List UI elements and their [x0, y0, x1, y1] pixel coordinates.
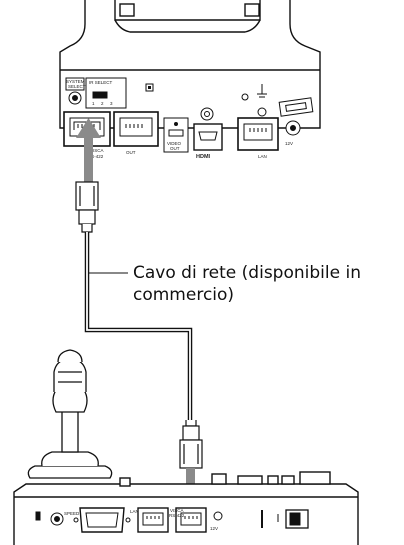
rj45-plug-controller-side [179, 420, 203, 469]
connection-arrow-camera [76, 118, 101, 182]
svg-text:VISCA: VISCA [170, 508, 184, 513]
svg-text:2: 2 [101, 101, 104, 106]
svg-text:1: 1 [92, 101, 95, 106]
ir-select-switch[interactable] [92, 91, 108, 99]
svg-text:3: 3 [110, 101, 113, 106]
svg-text:VISCA: VISCA [90, 148, 104, 153]
callout-line-1: Cavo di rete (disponibile in [133, 263, 361, 283]
svg-text:IR SELECT: IR SELECT [89, 80, 113, 85]
controller-dc-in-jack[interactable] [213, 511, 223, 521]
network-cable [84, 232, 193, 420]
controller-labels: SPEED LAN VISCA RS-422 12V [64, 508, 218, 531]
svg-text:SELECT: SELECT [68, 84, 86, 89]
svg-text:SYSTEM: SYSTEM [66, 79, 85, 84]
joystick[interactable] [27, 349, 113, 479]
svg-text:LAN: LAN [258, 154, 267, 159]
svg-text:OUT: OUT [126, 150, 136, 155]
controller-rear-panel [35, 507, 309, 533]
svg-text:RS-422: RS-422 [88, 154, 104, 159]
camera-labels: SYSTEM SELECT IR SELECT 1 2 3 VISCA RS-4… [66, 79, 293, 160]
svg-text:VIDEO: VIDEO [167, 141, 182, 146]
svg-text:12V: 12V [285, 141, 293, 146]
cable-callout-label: Cavo di rete (disponibile in commercio) [133, 262, 403, 306]
svg-text:LAN: LAN [130, 509, 139, 514]
svg-text:HDMI: HDMI [196, 154, 211, 160]
svg-text:12V: 12V [210, 526, 218, 531]
callout-line-2: commercio) [133, 285, 235, 305]
svg-text:SPEED: SPEED [64, 511, 80, 516]
rj45-plug-camera-side [75, 181, 99, 233]
svg-text:RS-422: RS-422 [169, 513, 185, 518]
svg-text:OUT: OUT [170, 146, 180, 151]
